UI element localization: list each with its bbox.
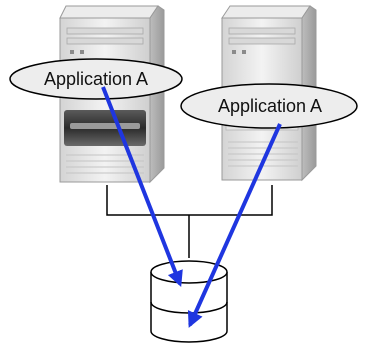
access-arrow-left bbox=[101, 86, 183, 287]
server-tower-icon bbox=[59, 5, 165, 184]
connection-lines bbox=[106, 185, 273, 258]
shared-disk-icon bbox=[150, 260, 228, 343]
app-bubble-left: Application A bbox=[9, 58, 183, 100]
app-label-right: Application A bbox=[218, 96, 322, 116]
server-left bbox=[59, 5, 165, 184]
access-arrow-right bbox=[187, 123, 282, 328]
app-bubble-right: Application A bbox=[180, 83, 358, 129]
app-label-left: Application A bbox=[44, 69, 148, 89]
